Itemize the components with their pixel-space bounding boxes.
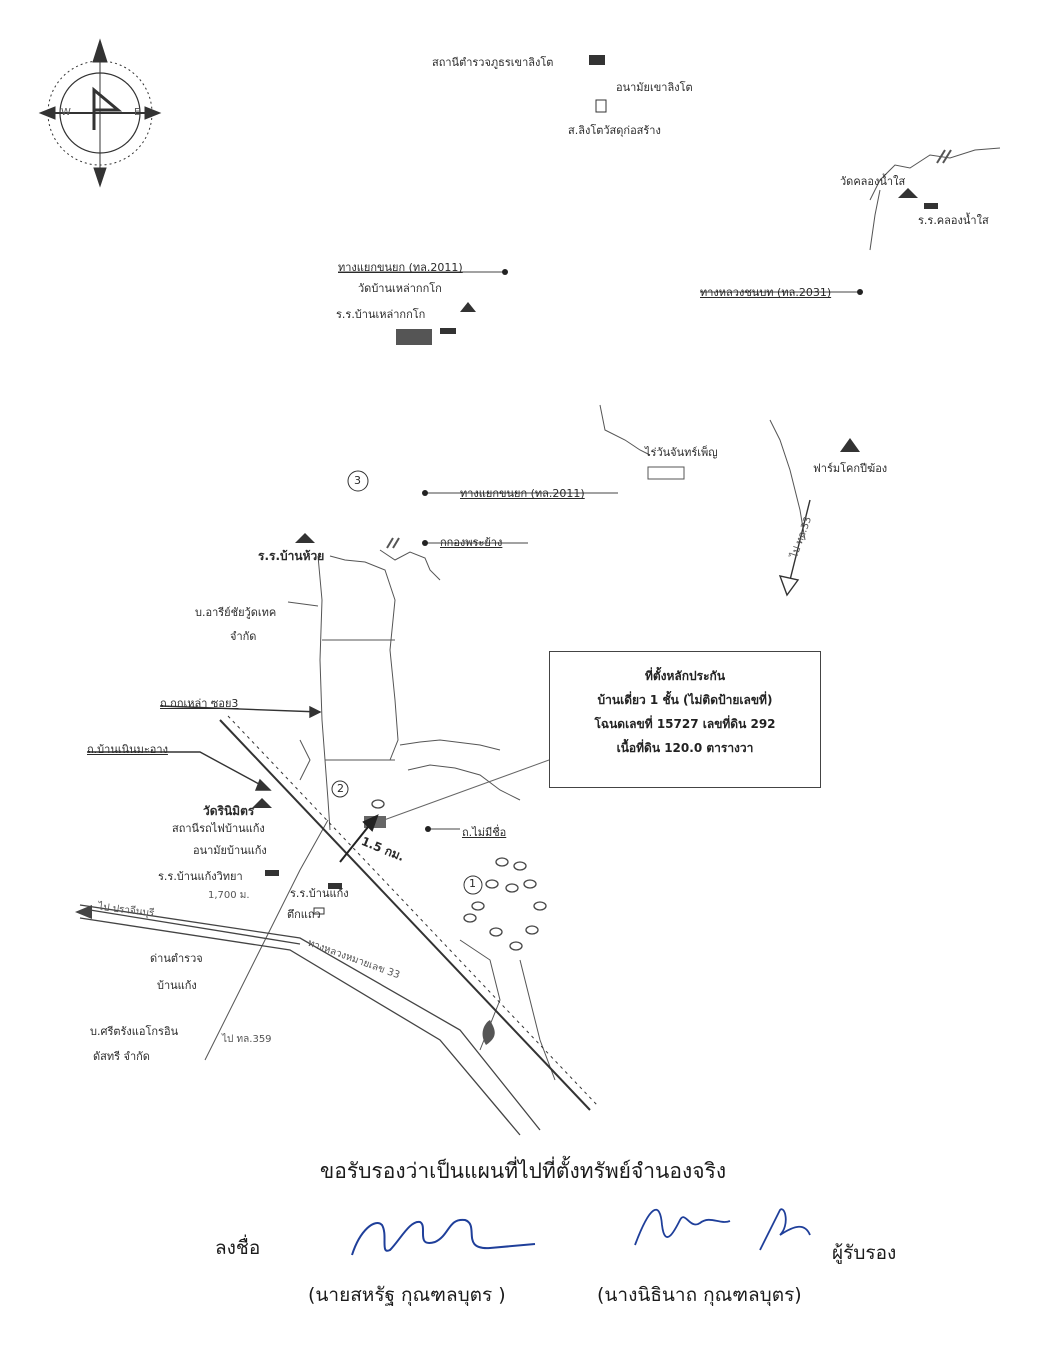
label-wat-khlong-nam-sai: วัดคลองน้ำใส (840, 175, 906, 188)
building-icon (396, 329, 432, 345)
label-checkpoint: ด่านตำรวจ (150, 952, 203, 965)
label-school-ban-huai: ร.ร.บ้านห้วย (258, 549, 325, 563)
certifier-name-2: (นางนิธินาถ กุณฑลบุตร) (597, 1284, 802, 1306)
callout-title: ที่ตั้งหลักประกัน (644, 669, 726, 683)
collateral-callout-box: ที่ตั้งหลักประกัน บ้านเดี่ยว 1 ชั้น (ไม่… (549, 651, 821, 788)
label-company-sri-2: ดัสทรี จำกัด (93, 1050, 150, 1063)
compass-east-label: E (134, 107, 141, 118)
compass-rose-icon (38, 38, 162, 188)
circle-number-3: 3 (354, 474, 361, 487)
circle-number-1: 1 (469, 877, 476, 890)
label-unnamed-road: ถ.ไม่มีชื่อ (462, 826, 507, 839)
label-police-khaoling: สถานีตำรวจภูธรเขาลิงโต (432, 56, 554, 69)
label-rai-wanchan: ไร่วันจันทร์เพ็ญ (645, 446, 718, 459)
label-school-khlong-nam-sai: ร.ร.คลองน้ำใส (918, 214, 989, 227)
label-school-bankaeng-wit: ร.ร.บ้านแก้งวิทยา (158, 870, 243, 883)
callout-house-type: บ้านเดี่ยว 1 ชั้น (ไม่ติดป้ายเลขที่) (597, 693, 773, 707)
label-company-ari: บ.อารีย์ชัยวู้ดเทค (195, 606, 277, 619)
label-checkpoint-2: บ้านแก้ง (157, 979, 197, 992)
label-to-route359: ไป ทล.359 (222, 1034, 272, 1045)
callout-deed: โฉนดเลขที่ 15727 เลขที่ดิน 292 (594, 717, 776, 731)
label-farm-koke: ฟาร์มโคกปีฆ้อง (813, 462, 888, 475)
label-health-bankaeng: อนามัยบ้านแก้ง (193, 844, 267, 857)
label-company-ari-2: จำกัด (230, 630, 257, 643)
certifier-label: ผู้รับรอง (832, 1242, 897, 1264)
label-khlong-phra: กกองพระย้าง (440, 536, 503, 549)
label-wat-ban-lao: วัดบ้านเหล่ากกโก (358, 282, 442, 295)
certifier-name-1: (นายสหรัฐ กุณฑลบุตร ) (308, 1284, 506, 1306)
label-wat-rini: วัดรินิมิตร (203, 804, 255, 818)
label-dist-1700: 1,700 ม. (208, 890, 250, 901)
circle-number-2: 2 (337, 782, 344, 795)
label-road-left-top: ทางแยกขนยก (ทล.2011) (338, 261, 463, 274)
signature-2-icon (634, 1208, 811, 1251)
callout-area: เนื้อที่ดิน 120.0 ตารางวา (616, 741, 754, 755)
label-soi3: ถ.กกเหล่า ซอย3 (160, 697, 239, 710)
signature-1-icon (351, 1218, 536, 1256)
label-road-mid: ทางแยกขนยก (ทล.2011) (460, 487, 585, 500)
label-road-right-top: ทางหลวงชนบท (ทล.2031) (700, 286, 832, 299)
label-tuk-thaeo: ตึกแถว (287, 908, 321, 921)
label-station-bankaeng: สถานีรถไฟบ้านแก้ง (172, 822, 265, 835)
sign-label: ลงชื่อ (215, 1237, 261, 1259)
label-health-khaoling: อนามัยเขาลิงโต (616, 81, 693, 94)
label-company-sri-1: บ.ศรีตรังแอโกรอิน (90, 1025, 179, 1038)
label-road-noen: ถ.บ้านเนินมะอาง (87, 743, 168, 756)
label-school-bankaeng: ร.ร.บ้านแก้ง (290, 887, 349, 900)
certification-statement: ขอรับรองว่าเป็นแผนที่ไปที่ตั้งทรัพย์จำนอ… (319, 1159, 727, 1183)
label-construction-shop: ส.ลิงโตวัสดุก่อสร้าง (568, 124, 661, 137)
compass-west-label: W (61, 107, 71, 118)
label-school-ban-lao: ร.ร.บ้านเหล่ากกโก (336, 308, 426, 321)
